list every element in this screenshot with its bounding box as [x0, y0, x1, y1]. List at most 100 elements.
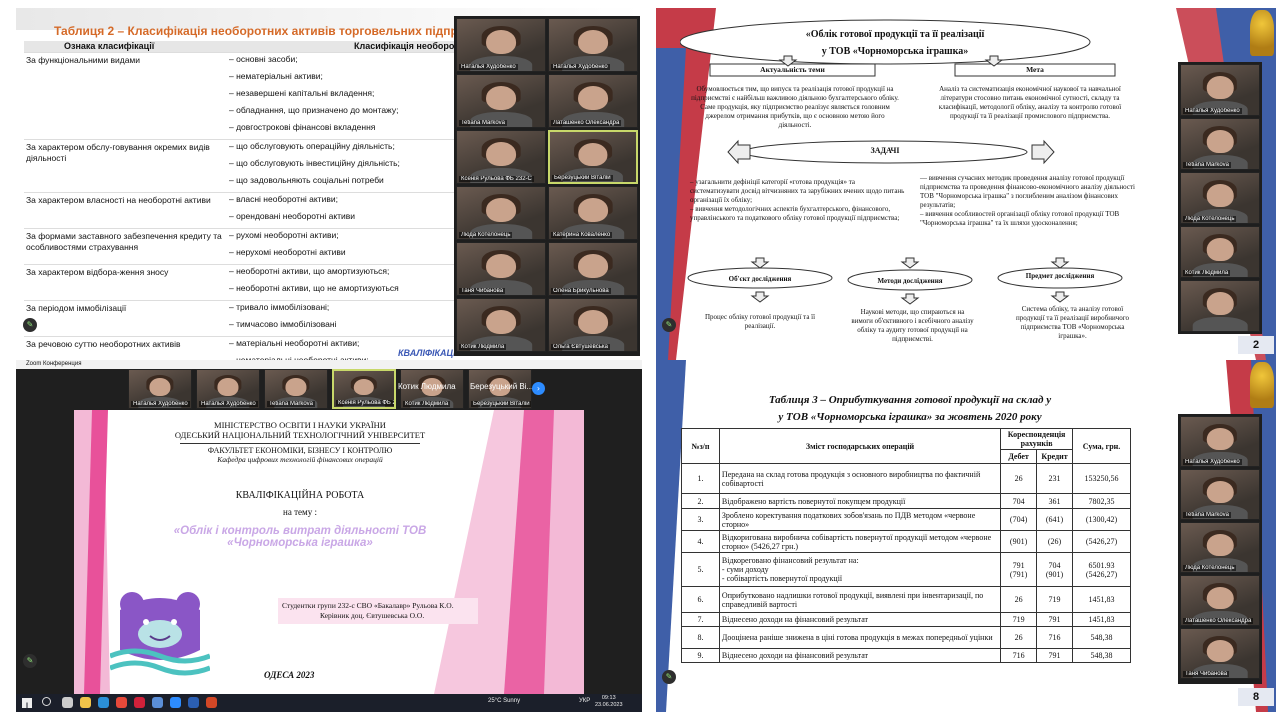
- table3-content: Передана на склад готова продукція з осн…: [718, 463, 1002, 494]
- table2-class-item: – власні необоротні активи;: [229, 194, 338, 204]
- table2-class-item: – матеріальні необоротні активи;: [229, 338, 360, 348]
- participant-tile[interactable]: Tetiana Markova: [456, 74, 546, 128]
- clock[interactable]: 09:13 23.06.2023: [595, 695, 623, 709]
- participant-tile[interactable]: Березуцький Віталій: [548, 130, 638, 184]
- participant-tile[interactable]: Ксенія Рульова ФБ 232-С: [332, 369, 396, 409]
- table3-sum: 1451,83: [1072, 612, 1131, 627]
- participant-tile[interactable]: Латашенко Олександра: [548, 74, 638, 128]
- participant-tile[interactable]: Наталья Худобенко: [196, 369, 260, 409]
- table3-sum: 153250,56: [1072, 463, 1131, 494]
- weather[interactable]: 25°C Sunny: [488, 698, 521, 704]
- participant-tile[interactable]: Ксенія Рульова ФБ 232-С: [456, 130, 546, 184]
- chrome-icon[interactable]: [116, 697, 127, 708]
- ministry: МІНІСТЕРСТВО ОСВІТИ І НАУКИ УКРАЇНИ: [214, 420, 386, 430]
- supervisor: Керівник доц. Євтушевська О.О.: [320, 611, 425, 620]
- table2-class-item: – що задовольняють соціальні потреби: [229, 175, 384, 185]
- table2-feature: За характером обслу-говування окремих ви…: [26, 142, 210, 163]
- bear-logo: [110, 592, 210, 676]
- table2-class-item: – що обслуговують інвестиційну діяльніст…: [229, 158, 400, 168]
- table2-class-item: – тимчасово іммобілізовані: [229, 319, 337, 329]
- participant-tile[interactable]: [1180, 280, 1260, 332]
- table3-credit: 791: [1036, 648, 1074, 663]
- tasks-right: — вивчення сучасних методик проведення а…: [920, 174, 1135, 227]
- relevance-label: Актуальність теми: [760, 65, 825, 74]
- table2-col2: Класифікація необоротн: [354, 41, 465, 51]
- participant-face: [1206, 238, 1234, 261]
- participant-tile[interactable]: Котик Людмила: [400, 369, 464, 409]
- table2-header: Ознака класифікації Класифікація необоро…: [24, 41, 464, 52]
- taskbar: [16, 694, 642, 712]
- participant-name: Ксенія Рульова ФБ 232-С: [459, 176, 534, 182]
- participant-tile[interactable]: Котик Людмила: [456, 298, 546, 352]
- table2-feature: За характером власності на необоротні ак…: [26, 195, 211, 205]
- participant-face: [353, 378, 375, 396]
- opera-icon[interactable]: [134, 697, 145, 708]
- word-icon[interactable]: [188, 697, 199, 708]
- table2-class-item: – нерухомі необоротні активи: [229, 247, 346, 257]
- windows-start-icon[interactable]: [22, 698, 32, 708]
- table2-row: За характером обслу-говування окремих ви…: [24, 139, 454, 192]
- table3-sum: 1451,83: [1072, 586, 1131, 613]
- table3-row: 9.Віднесено доходи на фінансовий результ…: [681, 648, 1131, 663]
- powerpoint-icon[interactable]: [206, 697, 217, 708]
- participant-tile[interactable]: Наталья Худобенко: [456, 18, 546, 72]
- clock-date: 23.06.2023: [595, 702, 623, 708]
- strip-next-button[interactable]: ›: [532, 382, 545, 395]
- table2-feature: За речовою суттю необоротних активів: [26, 339, 181, 349]
- table3-debit: (901): [1000, 530, 1038, 553]
- participant-tile[interactable]: Tetiana Markova: [1180, 118, 1260, 170]
- methods-text: Наукові методи, що спираються на вимоги …: [851, 308, 974, 343]
- participant-name: Наталья Худобенко: [131, 401, 190, 407]
- edge-icon[interactable]: [98, 697, 109, 708]
- table2-row: За формами заставного забезпечення креди…: [24, 228, 454, 264]
- table3-credit: 231: [1036, 463, 1074, 494]
- annotate-pen-icon[interactable]: ✎: [662, 670, 676, 684]
- participant-tile[interactable]: Наталья Худобенко: [1180, 416, 1260, 467]
- file-explorer-icon[interactable]: [80, 697, 91, 708]
- participant-tile[interactable]: Таня Чибанова: [1180, 628, 1260, 679]
- participant-tile[interactable]: Латашенко Олександра: [1180, 575, 1260, 626]
- participant-tile[interactable]: Котик Людмила: [1180, 226, 1260, 278]
- table3-sum: (1300,42): [1072, 508, 1131, 531]
- participant-tile[interactable]: Олена Брикульнова: [548, 242, 638, 296]
- participant-tile[interactable]: Люда Котелонець: [456, 186, 546, 240]
- participant-tile[interactable]: Наталья Худобенко: [1180, 64, 1260, 116]
- participant-tile[interactable]: Tetiana Markova: [1180, 469, 1260, 520]
- participant-tile[interactable]: Березуцький Віталій: [468, 369, 532, 409]
- trophy-icon: [1250, 10, 1274, 56]
- store-icon[interactable]: [152, 697, 163, 708]
- participant-tile[interactable]: Люда Котелонець: [1180, 172, 1260, 224]
- participant-name: Люда Котелонець: [1183, 565, 1237, 571]
- participant-tile[interactable]: Катерина Коваленко: [548, 186, 638, 240]
- annotate-pen-icon[interactable]: ✎: [662, 318, 676, 332]
- participant-face: [578, 86, 608, 111]
- table3-debit: 26: [1000, 586, 1038, 613]
- taskbar-search-icon[interactable]: [42, 697, 51, 706]
- annotate-pen-icon[interactable]: ✎: [23, 654, 37, 668]
- table2-class-item: – необоротні активи, що не амортизуються: [229, 283, 399, 293]
- participant-name: Tetiana Markova: [1183, 162, 1232, 168]
- annotate-pen-icon[interactable]: ✎: [23, 318, 37, 332]
- participant-tile[interactable]: Ольга Євтушевська: [548, 298, 638, 352]
- participant-name: Ксенія Рульова ФБ 232-С: [336, 400, 394, 406]
- keyboard-lang[interactable]: УКР: [579, 698, 591, 704]
- participant-name: Ольга Євтушевська: [551, 344, 610, 350]
- participant-tile[interactable]: Наталья Худобенко: [548, 18, 638, 72]
- participant-face: [285, 378, 307, 396]
- student: Студентки групи 232-с СВО «Бакалавр» Рул…: [282, 601, 454, 610]
- participant-tile[interactable]: Tetiana Markova: [264, 369, 328, 409]
- table3-sum: (5426,27): [1072, 530, 1131, 553]
- zoom-icon[interactable]: [170, 697, 181, 708]
- table2-feature: За характером відбора-ження зносу: [26, 267, 169, 277]
- participant-tile[interactable]: Люда Котелонець: [1180, 522, 1260, 573]
- faculty: ФАКУЛЬТЕТ ЕКОНОМІКИ, БІЗНЕСУ І КОНТРОЛЮ: [207, 446, 393, 455]
- table3-num: 4.: [681, 530, 720, 553]
- subject-label: Предмет дослідження: [1025, 272, 1095, 280]
- table3-credit: (641): [1036, 508, 1074, 531]
- participant-tile[interactable]: Наталья Худобенко: [128, 369, 192, 409]
- participant-face: [1206, 586, 1234, 610]
- task-view-icon[interactable]: [62, 697, 73, 708]
- table3-num: 6.: [681, 586, 720, 613]
- participant-tile[interactable]: Таня Чибанова: [456, 242, 546, 296]
- table3-debit: 704: [1000, 493, 1038, 509]
